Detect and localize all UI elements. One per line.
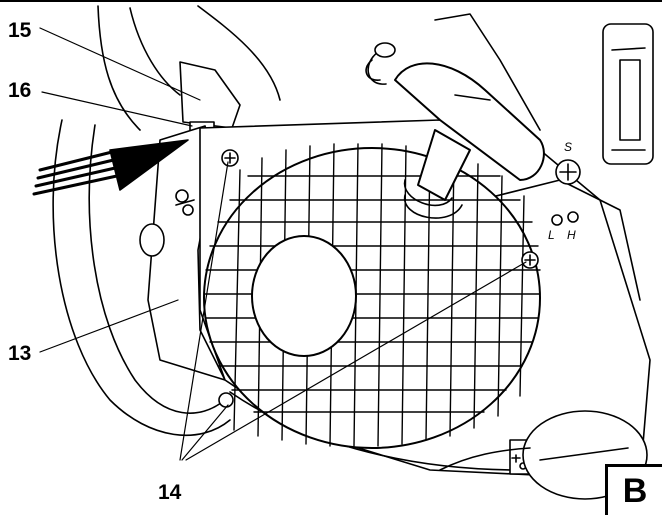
callout-16: 16: [8, 79, 32, 102]
adjust-knob: [139, 223, 165, 257]
grille-mesh: [203, 143, 541, 447]
leader-13: [39, 299, 179, 353]
handle-top: [97, 5, 141, 131]
handle-top-3: [197, 5, 281, 101]
panel-label: B: [605, 464, 662, 515]
starter-handle-grip: [394, 62, 545, 181]
high-speed-label: H: [567, 228, 576, 242]
starter-handle-stem: [417, 129, 471, 201]
adjust-screw-high: [567, 211, 579, 223]
top-border: [0, 0, 662, 2]
leader-14a: [179, 161, 229, 461]
adjust-screw-low: [551, 214, 563, 226]
direction-arrow-icon: [32, 148, 128, 196]
grille-hub: [251, 235, 357, 357]
leader-15: [39, 27, 201, 101]
front-handle-inner: [88, 124, 226, 414]
leader-16: [41, 91, 193, 127]
choke-label: S: [564, 140, 573, 154]
low-speed-label: L: [548, 228, 555, 242]
housing-right-edge: [479, 179, 641, 301]
arrow-head: [109, 139, 189, 191]
starter-grille: [203, 147, 541, 449]
callout-13: 13: [8, 342, 32, 365]
callout-15: 15: [8, 19, 32, 42]
leader-14c: [185, 261, 527, 461]
chain-symbol: [175, 189, 189, 203]
front-handle-outline: [52, 119, 231, 437]
bracket-15: [179, 61, 241, 129]
screw-icon: [218, 392, 234, 408]
handle-top-2: [129, 7, 181, 96]
leader-14b: [181, 404, 229, 461]
callout-14: 14: [158, 481, 182, 504]
upper-right-part: [434, 13, 541, 131]
